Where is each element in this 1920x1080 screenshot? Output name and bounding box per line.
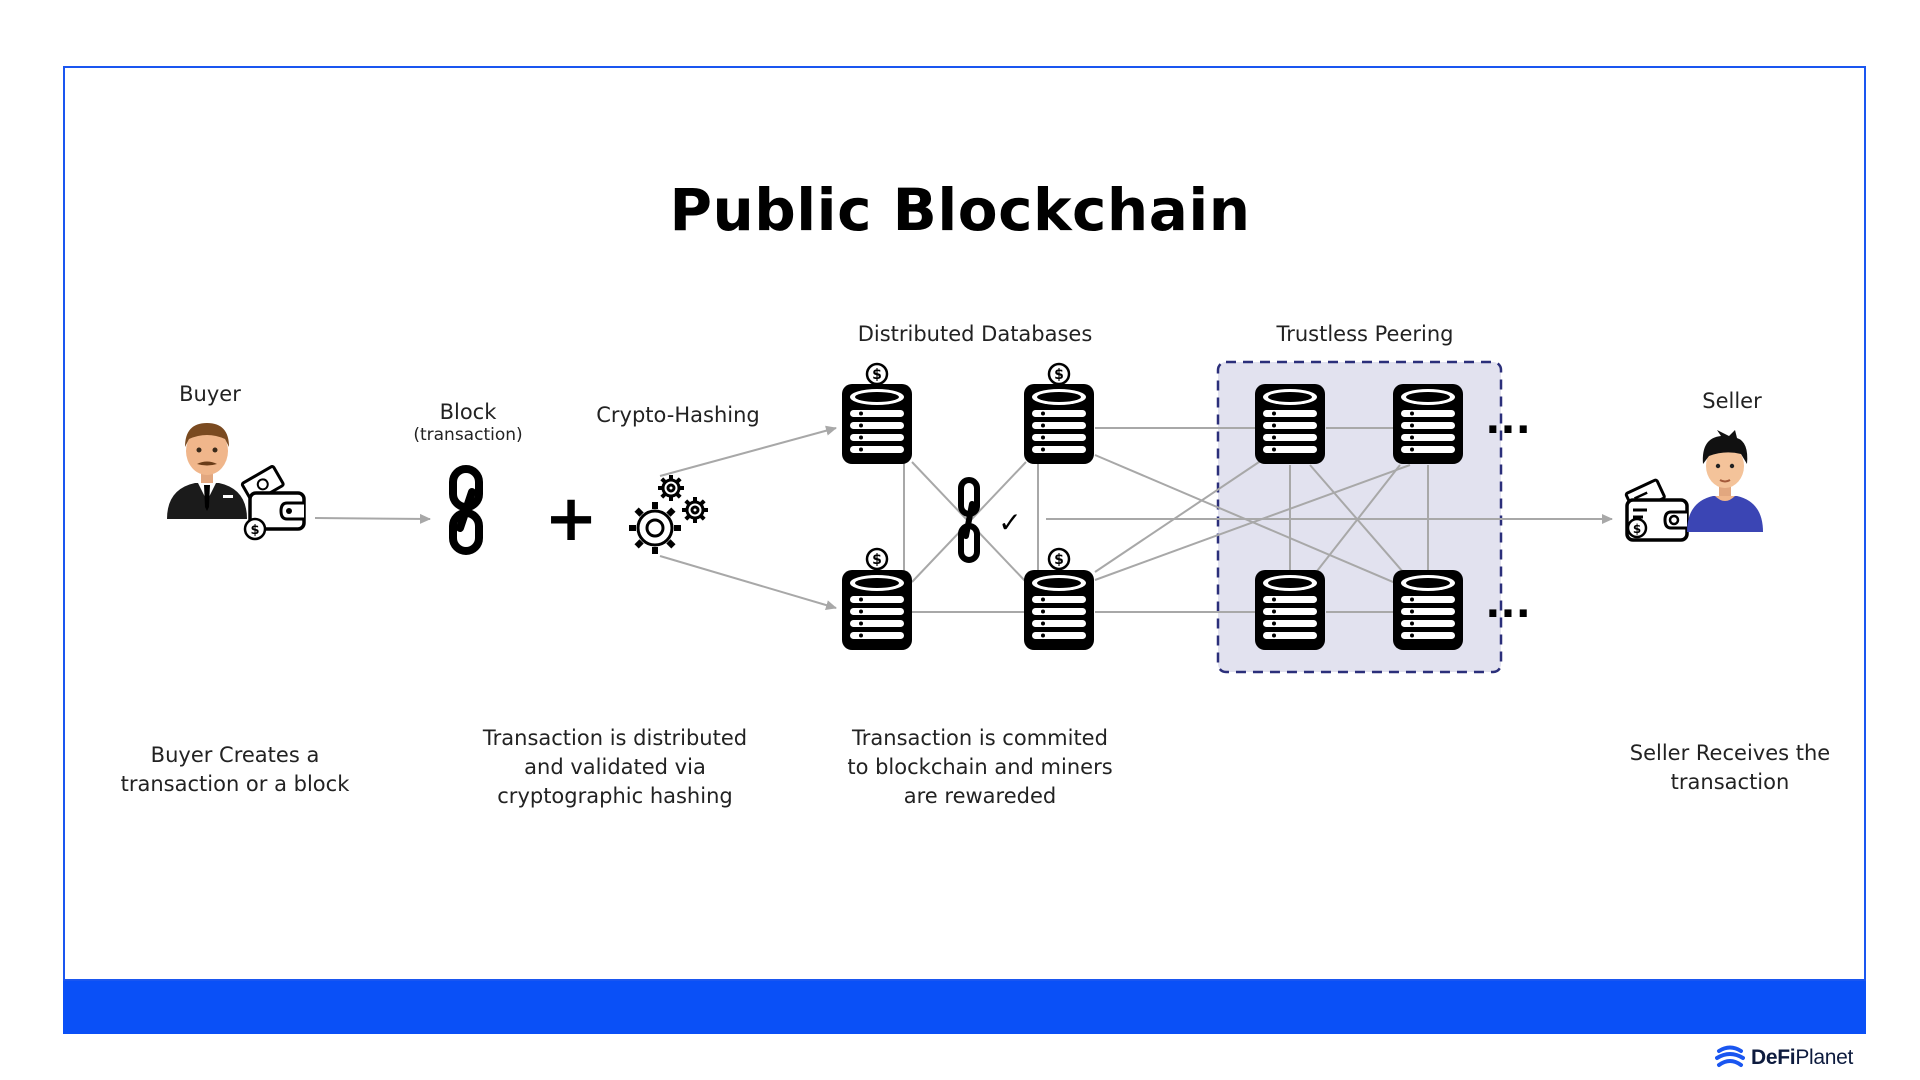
coin-icon: [1047, 362, 1071, 386]
block-label: Block: [439, 400, 497, 424]
defi-planet-logo-icon: [1715, 1045, 1745, 1067]
crypto-hashing-label: Crypto-Hashing: [596, 403, 760, 427]
trustless-peering-label: Trustless Peering: [1276, 322, 1454, 346]
seller-caption: Seller Receives the transaction: [1590, 739, 1870, 797]
defi-planet-logo: DeFiPlanet: [1715, 1041, 1853, 1075]
crypto-hashing-gears-icon: [629, 475, 708, 554]
commit-caption-line: are rewareded: [903, 784, 1057, 808]
commit-caption-line: Transaction is commited: [852, 726, 1108, 750]
logo-brand-rest: Planet: [1795, 1046, 1854, 1069]
logo-text: DeFiPlanet: [1751, 1046, 1853, 1070]
coin-icon: [865, 547, 889, 571]
seller-person-icon: [1687, 430, 1763, 532]
network-connectors: [903, 427, 1429, 613]
seller-wallet-icon: $: [1624, 478, 1689, 542]
distributed-database-top-left-icon: [842, 384, 912, 464]
committed-chain-link-icon: [958, 477, 980, 563]
page-title: Public Blockchain: [669, 176, 1251, 244]
coin-icon: [1047, 547, 1071, 571]
svg-text:$: $: [1633, 522, 1641, 536]
more-peers-ellipsis-bottom: ...: [1485, 581, 1531, 627]
peer-database-top-left-icon: [1255, 384, 1325, 464]
buyer-caption-line: transaction or a block: [120, 772, 350, 796]
hashing-caption-line: Transaction is distributed: [482, 726, 748, 750]
block-sublabel: (transaction): [413, 425, 523, 445]
distributed-database-bottom-right-icon: [1024, 570, 1094, 650]
distributed-database-top-right-icon: [1024, 384, 1094, 464]
hashing-caption: Transaction is distributed and validated…: [465, 724, 765, 811]
diagram-frame: [63, 66, 1866, 981]
footer-bar: [63, 981, 1866, 1034]
commit-caption: Transaction is commited to blockchain an…: [830, 724, 1130, 811]
coin-icon: [865, 362, 889, 386]
buyer-label: Buyer: [179, 382, 241, 406]
plus-sign: +: [544, 482, 598, 556]
block-chain-link-icon: [449, 465, 483, 555]
seller-caption-line: Seller Receives the: [1629, 741, 1831, 765]
distributed-database-bottom-left-icon: [842, 570, 912, 650]
seller-label: Seller: [1702, 389, 1762, 413]
hashing-caption-line: cryptographic hashing: [497, 784, 733, 808]
hashing-caption-line: and validated via: [524, 755, 706, 779]
buyer-wallet-icon: $: [240, 465, 306, 541]
peer-database-bottom-right-icon: [1393, 570, 1463, 650]
more-peers-ellipsis-top: ...: [1485, 397, 1531, 443]
distributed-databases-label: Distributed Databases: [857, 322, 1093, 346]
buyer-person-icon: [167, 423, 247, 519]
peer-database-top-right-icon: [1393, 384, 1463, 464]
seller-caption-line: transaction: [1670, 770, 1790, 794]
peer-database-bottom-left-icon: [1255, 570, 1325, 650]
buyer-caption-line: Buyer Creates a: [150, 743, 320, 767]
commit-caption-line: to blockchain and miners: [847, 755, 1113, 779]
buyer-caption: Buyer Creates a transaction or a block: [100, 741, 370, 799]
svg-text:$: $: [250, 523, 259, 538]
flow-arrows: [314, 425, 1613, 610]
check-icon: ✓: [998, 506, 1021, 539]
logo-brand-bold: DeFi: [1751, 1046, 1796, 1069]
